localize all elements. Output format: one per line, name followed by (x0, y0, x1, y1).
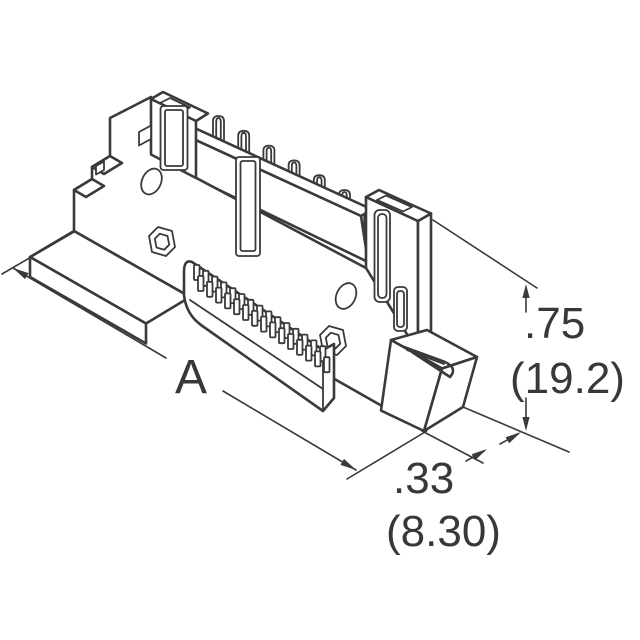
dim-height-mm: (19.2) (510, 354, 625, 403)
arrowhead (522, 284, 530, 298)
extension-line-length-left (1, 231, 75, 275)
idc-teeth-front-row (197, 275, 331, 374)
arrowhead (340, 458, 356, 470)
extension-line-height-bottom (462, 406, 570, 453)
arrowhead (471, 449, 487, 461)
left-latch-tower (138, 90, 210, 180)
arrowhead (505, 432, 521, 444)
hex-boss-left (148, 226, 176, 257)
dim-height-inches: .75 (524, 299, 585, 348)
dimension-height: .75 (19.2) (510, 284, 625, 431)
foot-slot (402, 345, 455, 379)
arrowhead (522, 417, 530, 431)
mounting-foot (379, 328, 479, 433)
dim-foot-inches: .33 (393, 454, 454, 503)
idc-contact-comb (182, 260, 336, 413)
dim-foot-mm: (8.30) (386, 507, 501, 556)
dimension-annotations: A .75 (19.2) .33 (8.30) (1, 219, 625, 556)
dimension-length: A (12, 267, 357, 471)
extension-line-height-top (432, 219, 538, 289)
extension-line-length-right (346, 431, 426, 480)
oval-hole-right (334, 282, 358, 310)
arrowhead (13, 268, 29, 280)
right-latch-tower (364, 188, 433, 354)
oval-hole-left (140, 167, 163, 196)
dim-length-label: A (175, 351, 207, 404)
mounting-ear (72, 154, 124, 199)
polarization-slot (235, 156, 261, 257)
connector-body (28, 90, 479, 433)
dimension-foot: .33 (8.30) (386, 430, 521, 556)
